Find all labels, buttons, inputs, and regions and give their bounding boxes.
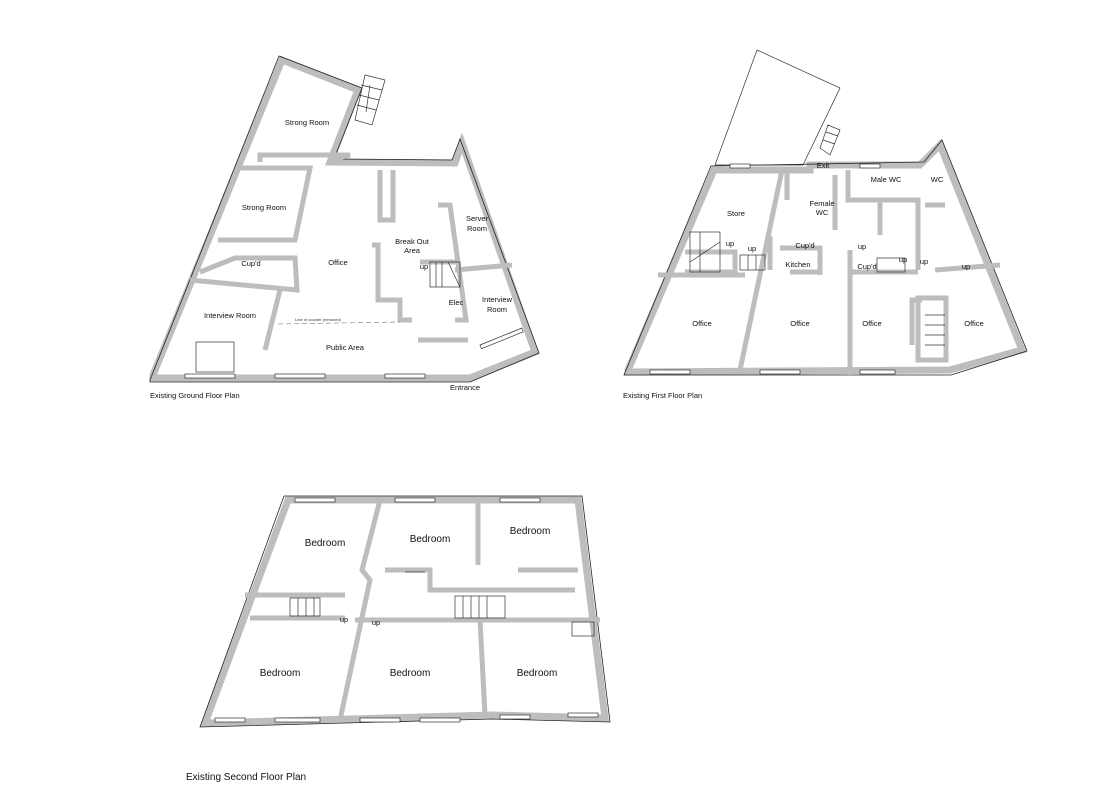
exit-label: Exit bbox=[817, 161, 830, 170]
room-label-bedroom: Bedroom bbox=[517, 668, 558, 679]
stair-up-label: up bbox=[420, 262, 428, 271]
room-label-bedroom: Bedroom bbox=[305, 538, 346, 549]
ground-floor-plan: Strong Room Strong Room Office Break Out… bbox=[149, 55, 540, 400]
first-floor-caption: Existing First Floor Plan bbox=[623, 391, 702, 400]
stair-up-label: up bbox=[962, 262, 970, 271]
room-label-elec: Elec bbox=[449, 298, 464, 307]
stair-up-label: up bbox=[748, 244, 756, 253]
room-label-female-wc: WC bbox=[816, 208, 829, 217]
stair-up-label: up bbox=[899, 255, 907, 264]
second-windows bbox=[214, 497, 599, 723]
ground-floor-caption: Existing Ground Floor Plan bbox=[150, 391, 240, 400]
ground-windows bbox=[184, 327, 524, 379]
room-label-cupboard: Cup'd bbox=[241, 259, 260, 268]
second-floor-outer-wall bbox=[199, 496, 609, 727]
room-label-office: Office bbox=[964, 319, 983, 328]
second-staircases bbox=[289, 595, 595, 637]
room-label-bedroom: Bedroom bbox=[410, 534, 451, 545]
first-windows bbox=[649, 163, 896, 375]
room-label-strong-room: Strong Room bbox=[285, 118, 329, 127]
first-interior-walls bbox=[658, 169, 1001, 375]
first-floor-outer-wall bbox=[624, 138, 1027, 376]
first-staircases bbox=[689, 124, 945, 346]
room-label-server-room: Room bbox=[467, 224, 487, 233]
second-floor-caption: Existing Second Floor Plan bbox=[186, 772, 306, 783]
room-label-bedroom: Bedroom bbox=[260, 668, 301, 679]
stair-up-label: up bbox=[920, 257, 928, 266]
room-label-server: Server bbox=[466, 214, 489, 223]
stair-up-label: up bbox=[858, 242, 866, 251]
room-label-office: Office bbox=[692, 319, 711, 328]
room-label-break-out-area: Area bbox=[404, 246, 421, 255]
room-label-kitchen: Kitchen bbox=[785, 260, 810, 269]
room-label-public-area: Public Area bbox=[326, 343, 365, 352]
stair-up-label: up bbox=[726, 239, 734, 248]
room-label-bedroom: Bedroom bbox=[510, 526, 551, 537]
room-label-office: Office bbox=[328, 258, 347, 267]
room-label-strong-room: Strong Room bbox=[242, 203, 286, 212]
counter-line bbox=[277, 321, 401, 325]
room-label-office: Office bbox=[790, 319, 809, 328]
room-label-store: Store bbox=[727, 209, 745, 218]
stair-up-label: up bbox=[372, 618, 380, 627]
second-floor-plan: Bedroom Bedroom Bedroom Bedroom Bedroom … bbox=[186, 495, 611, 783]
room-label-cupboard-2: Cup'd bbox=[857, 262, 876, 271]
counter-line-label: Line of counter (removed) bbox=[295, 317, 341, 322]
room-label-bedroom: Bedroom bbox=[390, 668, 431, 679]
room-label-wc: WC bbox=[931, 175, 944, 184]
room-label-interview-room: Interview Room bbox=[204, 311, 256, 320]
room-label-office: Office bbox=[862, 319, 881, 328]
room-label-female: Female bbox=[809, 199, 834, 208]
ground-staircase bbox=[354, 74, 461, 288]
second-interior-walls bbox=[245, 499, 600, 721]
room-label-break-out: Break Out bbox=[395, 237, 430, 246]
first-floor-plan: Exit Male WC WC Female WC Store up up Cu… bbox=[623, 49, 1028, 400]
room-label-cupboard: Cup'd bbox=[795, 241, 814, 250]
ground-interior-walls bbox=[189, 152, 513, 373]
stair-up-label: up bbox=[340, 615, 348, 624]
room-label-interview-room-2: Room bbox=[487, 305, 507, 314]
room-label-interview: Interview bbox=[482, 295, 513, 304]
room-label-male-wc: Male WC bbox=[871, 175, 902, 184]
entrance-label: Entrance bbox=[450, 383, 480, 392]
yard-outline bbox=[714, 49, 841, 166]
